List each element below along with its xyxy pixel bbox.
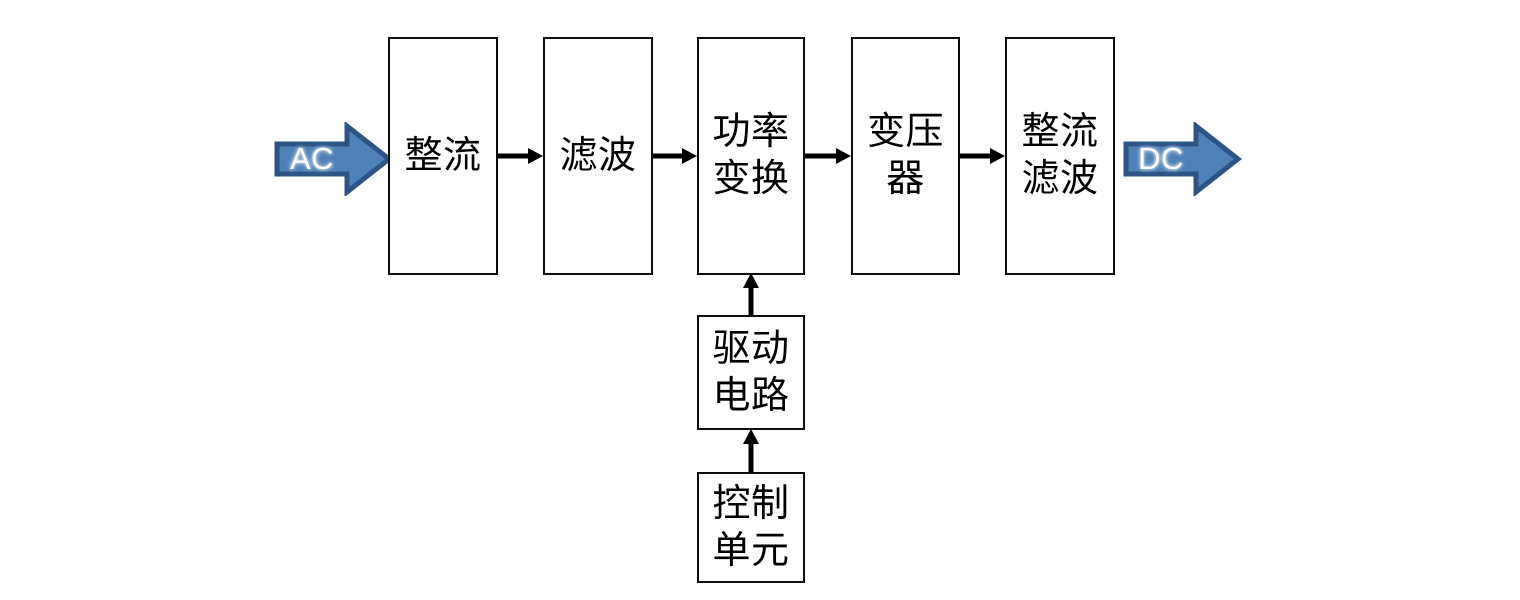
stage-label-rectifier-filter-line1: 整流 <box>1021 111 1099 153</box>
connector-filter-to-power-conversion <box>653 148 697 164</box>
stage-label-filter: 滤波 <box>559 134 637 177</box>
control-label-drive-circuit-line2: 电路 <box>712 374 790 417</box>
control-label-control-unit-line2: 单元 <box>712 529 790 572</box>
control-box-drive-circuit[interactable]: 驱动 电路 <box>697 315 805 430</box>
control-label-control-unit-line1: 控制 <box>712 482 790 525</box>
stage-label-rectifier: 整流 <box>404 134 482 177</box>
stage-box-filter[interactable]: 滤波 <box>543 37 653 275</box>
stage-label-transformer-line2: 器 <box>886 158 925 200</box>
connector-rectifier-to-filter <box>498 148 543 164</box>
connector-drive-circuit-to-power-conversion <box>743 273 759 317</box>
dc-output-arrow <box>1123 122 1242 196</box>
connector-control-unit-to-drive-circuit <box>743 429 759 473</box>
ac-input-arrow <box>274 122 393 196</box>
stage-box-power-conversion[interactable]: 功率 变换 <box>697 37 805 275</box>
stage-label-transformer-line1: 变压 <box>866 111 944 153</box>
stage-box-transformer[interactable]: 变压 器 <box>851 37 960 275</box>
connector-power-conversion-to-transformer <box>805 148 851 164</box>
control-box-control-unit[interactable]: 控制 单元 <box>697 472 805 583</box>
connector-transformer-to-rectifier-filter <box>960 148 1005 164</box>
stage-label-rectifier-filter-line2: 滤波 <box>1021 158 1099 200</box>
control-label-drive-circuit-line1: 驱动 <box>712 327 790 370</box>
stage-box-rectifier[interactable]: 整流 <box>388 37 498 275</box>
stage-box-rectifier-filter[interactable]: 整流 滤波 <box>1005 37 1115 275</box>
stage-label-power-conversion-line1: 功率 <box>712 111 790 153</box>
stage-label-power-conversion-line2: 变换 <box>712 158 790 200</box>
